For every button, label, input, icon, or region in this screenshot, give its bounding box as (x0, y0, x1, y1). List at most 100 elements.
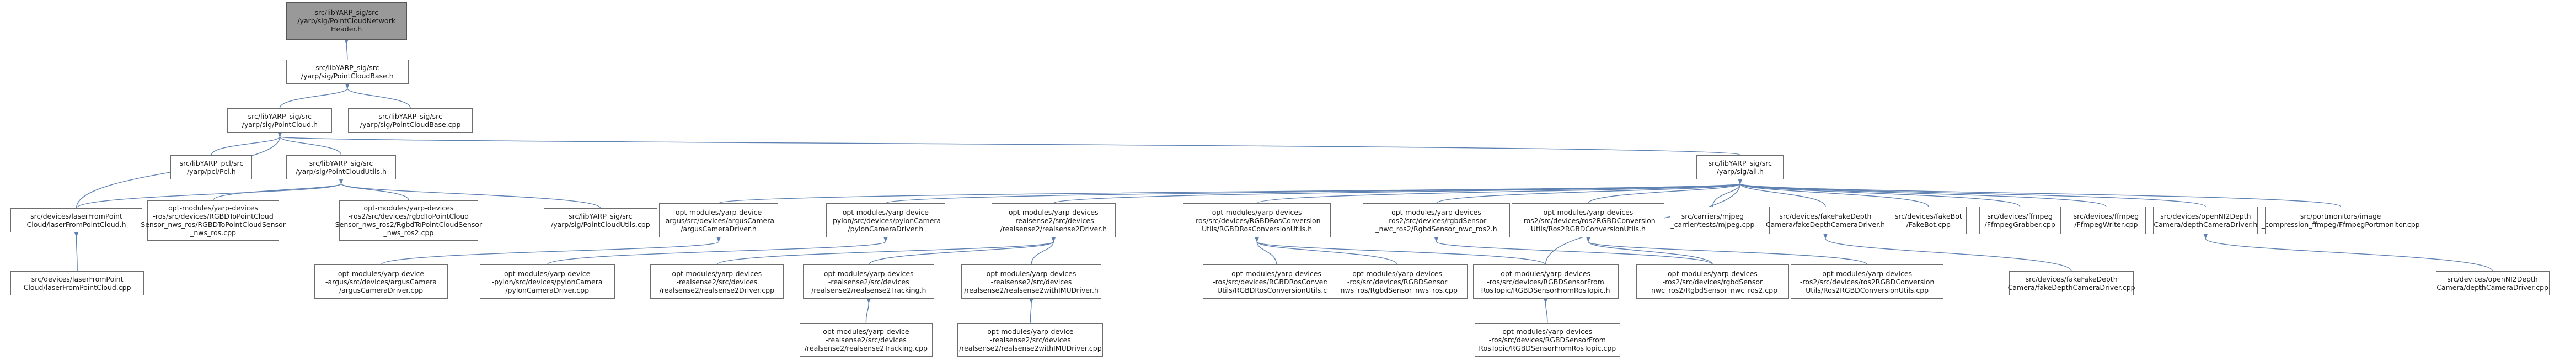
node-label-line: opt-modules/yarp-device (338, 269, 425, 278)
node-label-line: -ros2/src/devices/rgbdSensor (1662, 277, 1763, 286)
node-label-line: opt-modules/yarp-devices (1501, 269, 1590, 278)
node-label-line: /yarp/sig/all.h (1716, 167, 1764, 176)
include-edge (1823, 233, 2072, 272)
node-label-line: _nws_ros/RgbdSensor_nws_ros.cpp (1337, 285, 1458, 294)
file-node[interactable]: opt-modules/yarp-devices-ros2/src/device… (1362, 203, 1511, 237)
node-label-line: /realsense2/realsense2withIMUDriver.cpp (959, 343, 1102, 352)
file-node[interactable]: opt-modules/yarp-devices-ros/src/devices… (1474, 322, 1620, 357)
root-file-node: src/libYARP_sig/src/yarp/sig/PointCloudN… (286, 2, 407, 40)
node-label-line: src/devices/laserFromPoint (31, 275, 124, 284)
node-label-line: opt-modules/yarp-devices (1502, 327, 1593, 336)
node-label-line: Header.h (331, 25, 362, 34)
file-node[interactable]: opt-modules/yarp-devices-realsense2/src/… (650, 264, 784, 299)
include-edge (1738, 178, 1826, 207)
file-node[interactable]: src/libYARP_sig/src/yarp/sig/PointCloudU… (543, 208, 657, 232)
node-label-line: Camera/depthCameraDriver.h (2154, 220, 2258, 229)
node-label-line: opt-modules/yarp-devices (1352, 269, 1442, 278)
include-edge (716, 236, 1056, 266)
node-label-line: -realsense2/src/devices (826, 335, 907, 344)
file-node[interactable]: src/libYARP_sig/src/yarp/sig/PointCloud.… (227, 108, 333, 133)
file-node[interactable]: src/libYARP_pcl/src/yarp/pcl/Pcl.h (170, 155, 253, 179)
file-node[interactable]: opt-modules/yarp-device-argus/src/device… (659, 203, 778, 237)
include-edge (865, 298, 871, 323)
file-node[interactable]: opt-modules/yarp-device-realsense2/src/d… (799, 322, 933, 357)
node-label-line: Utils/RGBDRosConversionUtils.cpp (1217, 285, 1336, 294)
file-node[interactable]: opt-modules/yarp-devices-ros/src/devices… (1183, 203, 1331, 237)
node-label-line: _nws_ros2.cpp (383, 229, 434, 237)
file-node[interactable]: src/libYARP_sig/src/yarp/sig/PointCloudU… (286, 155, 397, 179)
include-edge (1256, 178, 1743, 204)
file-node[interactable]: src/devices/fakeBot/FakeBot.cpp (1890, 207, 1967, 234)
file-node[interactable]: opt-modules/yarp-devices-realsense2/src/… (961, 264, 1102, 299)
node-label-line: opt-modules/yarp-devices (1668, 269, 1758, 278)
file-node[interactable]: opt-modules/yarp-devices-ros/src/devices… (1472, 264, 1619, 299)
include-edge (1031, 236, 1056, 265)
file-node[interactable]: opt-modules/yarp-devices-realsense2/src/… (991, 203, 1116, 237)
file-node[interactable]: opt-modules/yarp-devices-ros2/src/device… (1512, 203, 1665, 237)
node-label-line: Utils/Ros2RGBDConversionUtils.cpp (1806, 285, 1929, 294)
file-node[interactable]: src/libYARP_sig/src/yarp/sig/PointCloudB… (348, 108, 473, 133)
node-label-line: _nwc_ros2/RgbdSensor_nwc_ros2.cpp (1647, 285, 1778, 294)
node-label-line: RosTopic/RGBDSensorFromRosTopic.h (1481, 285, 1610, 294)
node-label-line: -ros/src/devices/RGBDRosConversion (1193, 216, 1321, 225)
include-edge (1436, 178, 1743, 204)
node-label-line: /yarp/pcl/Pcl.h (186, 167, 236, 176)
node-label-line: src/carriers/mjpeg (1681, 212, 1744, 221)
node-label-line: /yarp/sig/PointCloudBase.h (301, 72, 394, 81)
node-label-line: -argus/src/devices/argusCamera (663, 216, 774, 225)
file-node[interactable]: src/carriers/mjpeg_carrier/tests/mjpeg.c… (1670, 207, 1755, 234)
node-label-line: Cloud/laserFromPointCloud.h (26, 220, 126, 229)
node-label-line: /pylonCameraDriver.h (848, 224, 924, 233)
file-node[interactable]: src/libYARP_sig/src/yarp/sig/PointCloudB… (286, 60, 409, 84)
node-label-line: -ros/src/devices/RGBDToPointCloud (153, 212, 274, 221)
file-node[interactable]: opt-modules/yarp-devices-ros2/src/device… (335, 200, 482, 241)
include-edge (1053, 178, 1743, 204)
node-label-line: -pylon/src/devices/pylonCamera (830, 216, 941, 225)
file-node[interactable]: opt-modules/yarp-devices-ros2/src/device… (1636, 264, 1789, 299)
file-node[interactable]: opt-modules/yarp-device-realsense2/src/d… (957, 322, 1104, 357)
node-label-line: /yarp/sig/PointCloudNetwork (297, 17, 395, 25)
file-node[interactable]: src/devices/ffmpeg/FfmpegWriter.cpp (2066, 207, 2146, 234)
include-edge (1586, 236, 1713, 265)
file-node[interactable]: src/devices/ffmpeg/FfmpegGrabber.cpp (1979, 207, 2061, 234)
node-label-line: RosTopic/RGBDSensorFromRosTopic.cpp (1479, 343, 1616, 352)
file-node[interactable]: opt-modules/yarp-devices-ros/src/devices… (1327, 264, 1468, 299)
include-edge (1543, 298, 1548, 323)
file-node[interactable]: opt-modules/yarp-devices-ros2/src/device… (1791, 264, 1944, 299)
include-edge (2203, 233, 2493, 272)
file-node[interactable]: opt-modules/yarp-device-pylon/src/device… (479, 264, 615, 299)
include-edge (339, 178, 409, 200)
node-label-line: opt-modules/yarp-device (823, 327, 909, 336)
file-node[interactable]: opt-modules/yarp-device-argus/src/device… (314, 264, 448, 299)
file-node[interactable]: opt-modules/yarp-devices-ros/src/devices… (1202, 264, 1351, 299)
node-label-line: /argusCameraDriver.h (681, 224, 757, 233)
node-label-line: -ros2/src/devices/ros2RGBDConversion (1521, 216, 1656, 225)
include-edge (276, 131, 1741, 156)
node-label-line: /realsense2/realsense2withIMUDriver.h (964, 285, 1099, 294)
node-label-line: /yarp/sig/PointCloudBase.cpp (360, 120, 461, 129)
file-node[interactable]: opt-modules/yarp-device-pylon/src/device… (826, 203, 945, 237)
file-node[interactable]: opt-modules/yarp-devices-realsense2/src/… (803, 264, 935, 299)
node-label-line: -ros2/src/devices/rgbdSensor (1386, 216, 1487, 225)
node-label-line: /pylonCameraDriver.cpp (505, 285, 590, 294)
node-label-line: opt-modules/yarp-device (675, 208, 762, 216)
node-label-line: src/libYARP_sig/src (315, 63, 379, 72)
node-label-line: Camera/depthCameraDriver.cpp (2436, 283, 2548, 292)
node-label-line: -realsense2/src/devices (1013, 216, 1094, 225)
node-label-line: /argusCameraDriver.cpp (339, 285, 424, 294)
file-node[interactable]: src/portmonitors/image_compression_ffmpe… (2262, 207, 2420, 234)
file-node[interactable]: opt-modules/yarp-devices-ros/src/devices… (141, 200, 286, 241)
node-label-line: src/portmonitors/image (2300, 212, 2381, 221)
node-label-line: -ros/src/devices/RGBDRosConversion (1213, 277, 1340, 286)
include-edge (339, 178, 601, 209)
node-label-line: opt-modules/yarp-devices (672, 269, 762, 278)
node-label-line: /yarp/sig/PointCloudUtils.h (296, 167, 387, 176)
file-node[interactable]: src/libYARP_sig/src/yarp/sig/all.h (1696, 155, 1784, 179)
include-edge (1737, 178, 2107, 207)
